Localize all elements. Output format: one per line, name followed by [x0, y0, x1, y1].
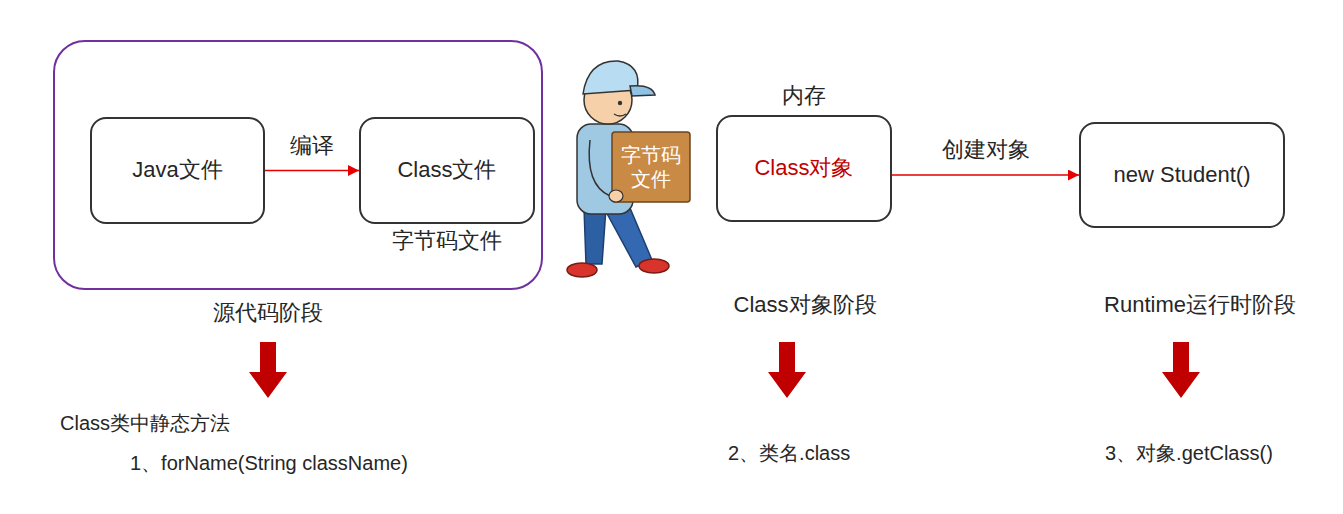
method-item: 2、类名.class — [728, 441, 850, 465]
down-arrow — [249, 342, 1200, 398]
shoe — [567, 263, 597, 277]
parcel-box — [612, 132, 690, 202]
box-text: Class对象 — [754, 155, 853, 181]
instance-box: new Student() — [1079, 122, 1285, 228]
edge-label: 创建对象 — [940, 137, 1032, 163]
shoe — [639, 259, 669, 273]
arm — [589, 140, 610, 196]
stage-title: 源代码阶段 — [213, 300, 323, 326]
box-caption: 字节码文件 — [392, 228, 502, 254]
leg — [584, 208, 606, 264]
box-heading: 内存 — [782, 83, 826, 109]
delivery-man — [567, 61, 690, 277]
hand — [609, 190, 623, 202]
method-item: 1、forName(String className) — [130, 451, 408, 475]
flow-arrow — [892, 174, 1079, 176]
down-arrow — [768, 342, 806, 398]
stage-title: Runtime运行时阶段 — [1104, 292, 1296, 318]
box-text: Java文件 — [132, 157, 222, 183]
down-arrow — [249, 342, 287, 398]
method-heading: Class类中静态方法 — [60, 411, 230, 435]
edge-label: 编译 — [288, 133, 336, 159]
stage-group: 源代码阶段Java文件Class文件字节码文件 — [53, 40, 543, 290]
parcel-label: 字节码文件 — [621, 143, 681, 191]
eye — [618, 101, 622, 105]
mouth — [614, 114, 626, 116]
down-arrow — [1162, 342, 1200, 398]
cap — [583, 61, 638, 94]
stage-title: Class对象阶段 — [733, 292, 876, 318]
box-text: new Student() — [1114, 162, 1251, 188]
class-object-box: 内存Class对象 — [716, 115, 892, 222]
cap-brim — [630, 86, 655, 96]
file-box: Java文件 — [90, 117, 265, 224]
leg — [604, 208, 652, 267]
box-text: Class文件 — [397, 157, 496, 183]
flow-arrow — [265, 170, 359, 172]
method-item: 3、对象.getClass() — [1105, 441, 1273, 465]
file-box: Class文件字节码文件 — [359, 117, 535, 224]
